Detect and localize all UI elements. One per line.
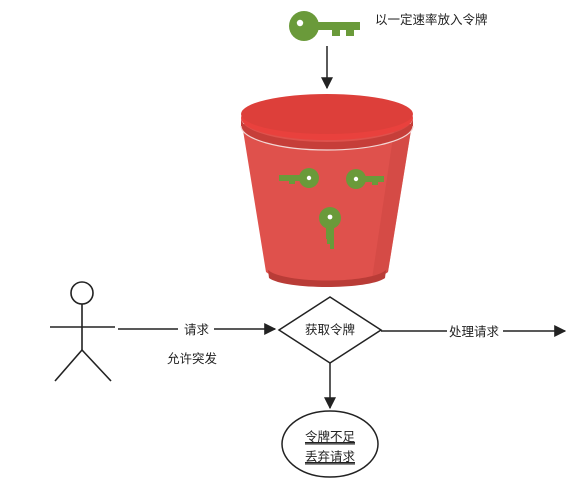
insufficient-line2: 丢弃请求 — [305, 449, 356, 464]
key-icon — [279, 168, 319, 188]
get-token-label: 获取令牌 — [305, 322, 355, 337]
process-request-label: 处理请求 — [449, 324, 500, 339]
insufficient-line1: 令牌不足 — [305, 429, 356, 444]
process-label-bg — [447, 323, 503, 339]
burst-label: 允许突发 — [167, 351, 218, 366]
key-icon — [319, 207, 341, 249]
refill-caption: 以一定速率放入令牌 — [375, 12, 488, 27]
bucket-icon — [240, 94, 414, 287]
key-icon — [346, 169, 384, 189]
request-label: 请求 — [184, 322, 210, 337]
key-icon — [289, 11, 360, 41]
stick-figure-icon — [50, 281, 115, 382]
request-label-bg — [178, 321, 214, 337]
